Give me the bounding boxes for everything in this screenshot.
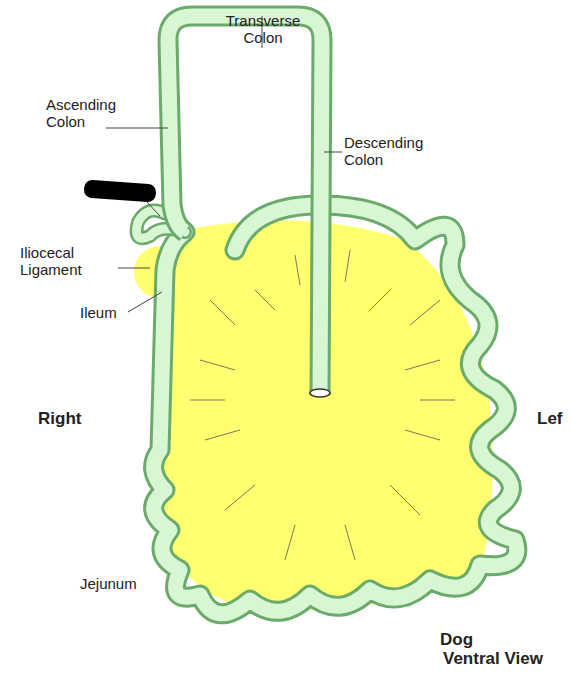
part-label: Right — [38, 409, 108, 428]
part-label: Iliocecal Ligament — [20, 244, 118, 278]
part-label: Descending Colon — [344, 134, 464, 168]
redaction-mark — [83, 180, 156, 203]
part-label: Dog — [440, 630, 500, 649]
part-label: Transverse Colon — [222, 12, 304, 46]
leader-lines — [106, 16, 342, 312]
colon — [168, 16, 322, 395]
part-label: Ascending Colon — [46, 96, 108, 130]
part-label: Ventral View — [443, 649, 569, 668]
rectum-opening — [310, 389, 330, 397]
part-label: Jejunum — [80, 575, 160, 592]
part-label: Ileum — [80, 304, 140, 321]
part-label: Lef — [537, 409, 572, 428]
